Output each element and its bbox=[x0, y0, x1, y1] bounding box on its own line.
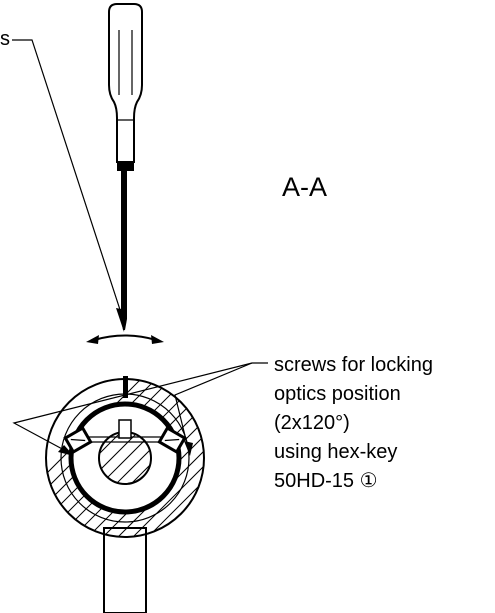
top-slot bbox=[118, 419, 132, 439]
top-left-label-fragment: s bbox=[0, 28, 10, 50]
housing-outer-circle bbox=[45, 378, 205, 538]
right-locking-screw bbox=[157, 426, 187, 454]
callout-line-3: (2x120°) bbox=[274, 412, 350, 434]
screwdriver bbox=[108, 3, 143, 330]
axis-dash bbox=[123, 376, 128, 398]
section-view-label: A-A bbox=[282, 172, 327, 202]
rotation-arrow bbox=[86, 334, 164, 344]
left-locking-screw bbox=[63, 426, 93, 454]
screw-leader-lines bbox=[12, 362, 268, 456]
housing-inner-circle bbox=[60, 393, 190, 523]
screw-callout-text: screws for locking optics position (2x12… bbox=[274, 354, 433, 492]
screwdriver-shaft bbox=[121, 171, 127, 319]
optics-barrel-ring bbox=[68, 401, 182, 515]
callout-line-5: 50HD-15 ① bbox=[274, 470, 378, 492]
housing-neck bbox=[103, 527, 147, 613]
callout-line-1: screws for locking bbox=[274, 354, 433, 376]
handle-ferrule bbox=[117, 162, 134, 171]
screwdriver-handle bbox=[108, 3, 143, 163]
optics-housing-section bbox=[45, 378, 205, 613]
callout-line-2: optics position bbox=[274, 383, 401, 405]
callout-line-4: using hex-key bbox=[274, 441, 397, 463]
